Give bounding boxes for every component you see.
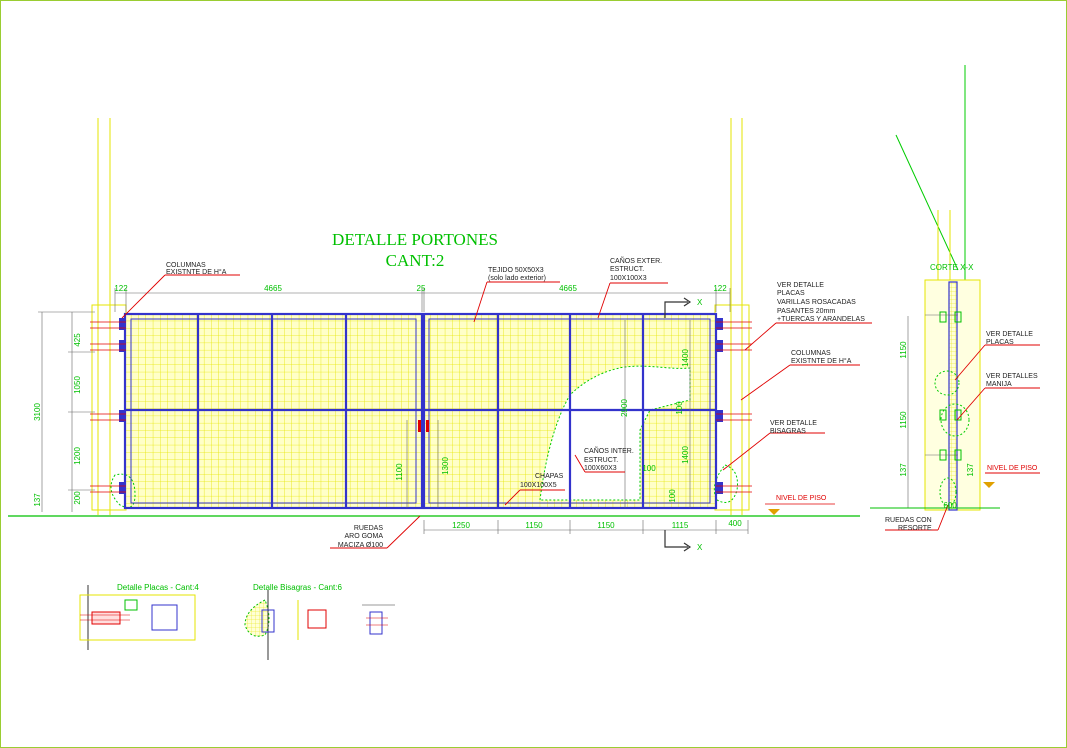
latch-right xyxy=(426,420,429,432)
dim-left-inner-2: 1200 xyxy=(73,447,82,465)
label-chapas-2: 100X100X5 xyxy=(520,482,557,489)
side-ruedas-1: RUEDAS CON xyxy=(885,517,932,524)
dim-left-outer: 3100 xyxy=(33,403,42,421)
dim-top-2: 25 xyxy=(417,284,426,293)
label-bisagras-1: VER DETALLE xyxy=(770,420,817,427)
dim-bottom-1: 1150 xyxy=(525,521,543,530)
side-view xyxy=(870,65,1040,531)
dim-center-0: 1100 xyxy=(395,463,404,481)
label-canos-inter-3: 100X60X3 xyxy=(584,465,617,472)
side-dim-4: 600 xyxy=(943,501,957,510)
mini-detail-bisagras xyxy=(244,590,327,660)
dim-left-bottom: 137 xyxy=(33,493,42,507)
dim-left-inner-0: 425 xyxy=(73,333,82,347)
side-view-title: CORTE X-X xyxy=(930,263,974,272)
dim-center-5: 1400 xyxy=(681,446,690,464)
label-canos-exter-3: 100X100X3 xyxy=(610,275,647,282)
title-line1: DETALLE PORTONES xyxy=(332,230,498,249)
label-columnas-right-2: EXISTNTE DE H°A xyxy=(791,357,852,365)
dim-top-4: 122 xyxy=(713,284,727,293)
label-columnas-left-2: EXISTNTE DE H°A xyxy=(166,268,227,276)
dim-center-4: 2900 xyxy=(620,399,629,417)
label-placas-2: PLACAS xyxy=(777,290,805,297)
dim-center-1: 1300 xyxy=(441,457,450,475)
dim-top-1: 4665 xyxy=(264,284,282,293)
dim-bottom-4: 400 xyxy=(728,519,742,528)
side-dim-1: 1150 xyxy=(899,411,908,429)
dim-bottom-0: 1250 xyxy=(452,521,470,530)
label-columnas-left-1: COLUMNAS xyxy=(166,262,206,269)
dim-bottom-3: 1115 xyxy=(672,521,689,530)
label-canos-inter-1: CAÑOS INTER. xyxy=(584,446,634,455)
label-placas-1: VER DETALLE xyxy=(777,282,824,289)
leader-lines xyxy=(121,274,872,549)
label-ruedas-2: ARO GOMA xyxy=(344,533,383,540)
dim-bottom-2: 1150 xyxy=(597,521,615,530)
hinge-plates xyxy=(119,318,723,494)
left-column xyxy=(91,118,127,515)
mini-title-placas: Detalle Placas - Cant:4 xyxy=(117,583,199,592)
label-columnas-right-1: COLUMNAS xyxy=(791,350,831,357)
dim-center-2: 1400 xyxy=(681,349,690,367)
section-marker-bottom xyxy=(664,530,692,552)
dim-center-3: 100 xyxy=(675,401,684,415)
label-canos-exter-1: CAÑOS EXTER. xyxy=(610,256,662,265)
label-bisagras-2: BISAGRAS xyxy=(770,428,806,435)
gate-structure xyxy=(123,312,718,510)
side-dim-3: 137 xyxy=(966,463,975,477)
shrub-right xyxy=(713,464,738,503)
side-manija-2: MANIJA xyxy=(986,381,1012,388)
label-placas-5: +TUERCAS Y ARANDELAS xyxy=(777,316,865,323)
dim-left-inner-3: 200 xyxy=(73,491,82,505)
mini-detail-placas xyxy=(79,585,196,650)
dim-top-0: 122 xyxy=(114,284,128,293)
threaded-rods xyxy=(90,321,752,493)
section-letter-top: X xyxy=(697,298,703,307)
dim-left-inner-1: 1050 xyxy=(73,376,82,394)
side-ruedas-2: RESORTE xyxy=(898,525,932,532)
side-dim-0: 1150 xyxy=(899,341,908,359)
label-tejido-2: (solo lado exterior) xyxy=(488,275,546,282)
label-canos-inter-2: ESTRUCT. xyxy=(584,457,618,464)
mini-detail-manija xyxy=(362,604,395,635)
dim-top-3: 4665 xyxy=(559,284,577,293)
label-canos-exter-2: ESTRUCT. xyxy=(610,266,644,273)
frame-inner-lines xyxy=(130,318,711,504)
side-manija-1: VER DETALLES xyxy=(986,373,1038,380)
label-nivel-piso: NIVEL DE PISO xyxy=(776,495,827,502)
label-tejido-1: TEJIDO 50X50X3 xyxy=(488,267,544,274)
label-placas-3: VARILLAS ROSACADAS xyxy=(777,299,856,306)
dimension-lines xyxy=(38,288,749,534)
label-chapas-1: CHAPAS xyxy=(535,473,564,480)
shrub-shape xyxy=(539,365,691,501)
dim-center-7: 100 xyxy=(668,489,677,503)
side-dim-2: 137 xyxy=(899,463,908,477)
label-placas-4: PASANTES 20mm xyxy=(777,308,835,315)
label-ruedas-1: RUEDAS xyxy=(354,525,384,532)
level-marker xyxy=(765,503,835,515)
side-placas-1: VER DETALLE xyxy=(986,331,1033,338)
latch-left xyxy=(418,420,421,432)
right-column xyxy=(714,118,750,515)
section-letter-bottom: X xyxy=(697,543,703,552)
shrub-left xyxy=(110,473,136,508)
title-line2: CANT:2 xyxy=(386,251,445,270)
side-placas-2: PLACAS xyxy=(986,339,1014,346)
label-ruedas-3: MACIZA Ø100 xyxy=(338,542,383,549)
section-marker-top xyxy=(664,297,692,318)
side-nivel-piso: NIVEL DE PISO xyxy=(987,465,1038,472)
mini-title-bisagras: Detalle Bisagras - Cant:6 xyxy=(253,583,342,592)
dim-center-6: 100 xyxy=(642,464,656,473)
